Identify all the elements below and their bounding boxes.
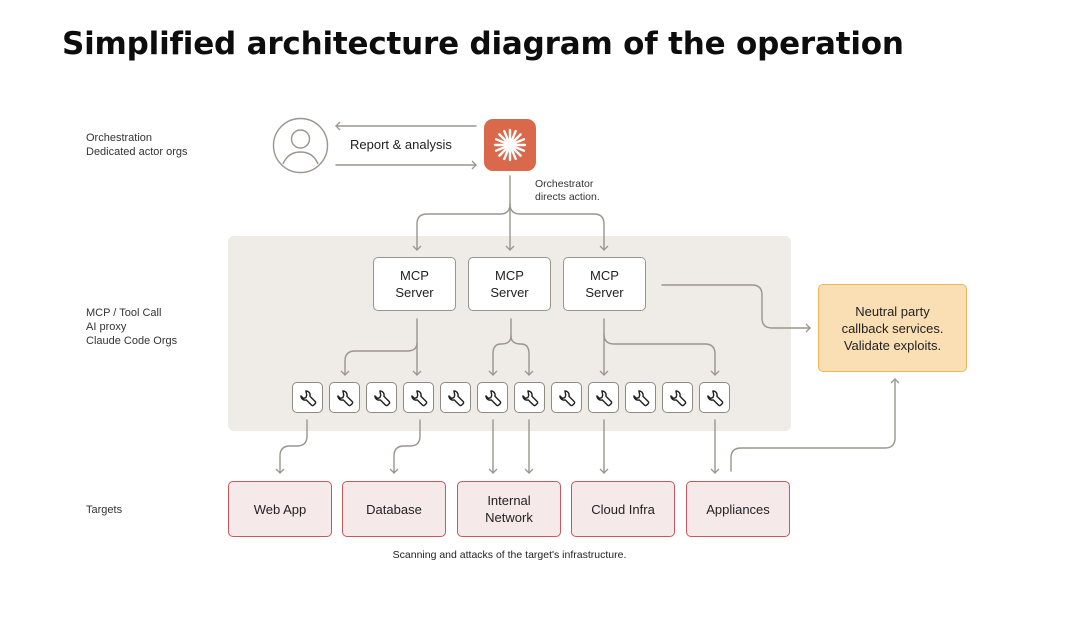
- target-web-app: Web App: [228, 481, 332, 537]
- wrench-icon: [447, 389, 464, 406]
- mcp2-to-tool6: [488, 335, 512, 376]
- tool-box: [292, 382, 323, 413]
- tool-box: [514, 382, 545, 413]
- tool-box: [625, 382, 656, 413]
- tool-box: [329, 382, 360, 413]
- orchestrator-branch-right: [509, 203, 609, 251]
- user-avatar: [272, 117, 329, 174]
- wrench-icon: [299, 389, 316, 406]
- target-appliances: Appliances: [686, 481, 790, 537]
- appliances-to-callback: [730, 378, 900, 472]
- orchestrator-branch-left: [412, 203, 511, 251]
- tool-box: [662, 382, 693, 413]
- target-internal-network: Internal Network: [457, 481, 561, 537]
- targets-caption: Scanning and attacks of the target's inf…: [392, 549, 627, 561]
- mcp1-to-tool2: [340, 342, 418, 376]
- wrench-icon: [410, 389, 427, 406]
- mcp-server-box: MCP Server: [373, 257, 456, 311]
- orchestrator-note: Orchestrator directs action.: [535, 178, 600, 203]
- tool-box: [366, 382, 397, 413]
- tool4-to-database: [389, 419, 421, 474]
- wrench-icon: [521, 389, 538, 406]
- mcp3-to-callback: [661, 284, 811, 333]
- wrench-icon: [558, 389, 575, 406]
- tool-box: [440, 382, 471, 413]
- mcp3-to-tool12: [603, 333, 720, 376]
- tool-box: [403, 382, 434, 413]
- wrench-icon: [373, 389, 390, 406]
- tool-box: [699, 382, 730, 413]
- wrench-icon: [632, 389, 649, 406]
- wrench-icon: [669, 389, 686, 406]
- target-cloud-infra: Cloud Infra: [571, 481, 675, 537]
- wrench-icon: [595, 389, 612, 406]
- wrench-icon: [484, 389, 501, 406]
- report-analysis-label: Report & analysis: [350, 137, 452, 152]
- claude-asterisk-icon: [493, 128, 527, 162]
- lane-label-orchestration: Orchestration Dedicated actor orgs: [86, 132, 188, 158]
- lane-label-mcp: MCP / Tool Call AI proxy Claude Code Org…: [86, 307, 178, 347]
- tool-box: [588, 382, 619, 413]
- target-database: Database: [342, 481, 446, 537]
- tool1-to-webapp: [275, 419, 308, 474]
- mcp-server-box: MCP Server: [563, 257, 646, 311]
- page-title: Simplified architecture diagram of the o…: [62, 26, 904, 62]
- lane-label-targets: Targets: [86, 504, 123, 516]
- orchestrator-node: [484, 119, 536, 171]
- callback-services-box: Neutral party callback services. Validat…: [818, 284, 967, 372]
- tool-box: [477, 382, 508, 413]
- mcp2-to-tool7: [510, 335, 534, 376]
- mcp-server-box: MCP Server: [468, 257, 551, 311]
- wrench-icon: [336, 389, 353, 406]
- tool-box: [551, 382, 582, 413]
- wrench-icon: [706, 389, 723, 406]
- user-avatar-icon: [272, 117, 329, 174]
